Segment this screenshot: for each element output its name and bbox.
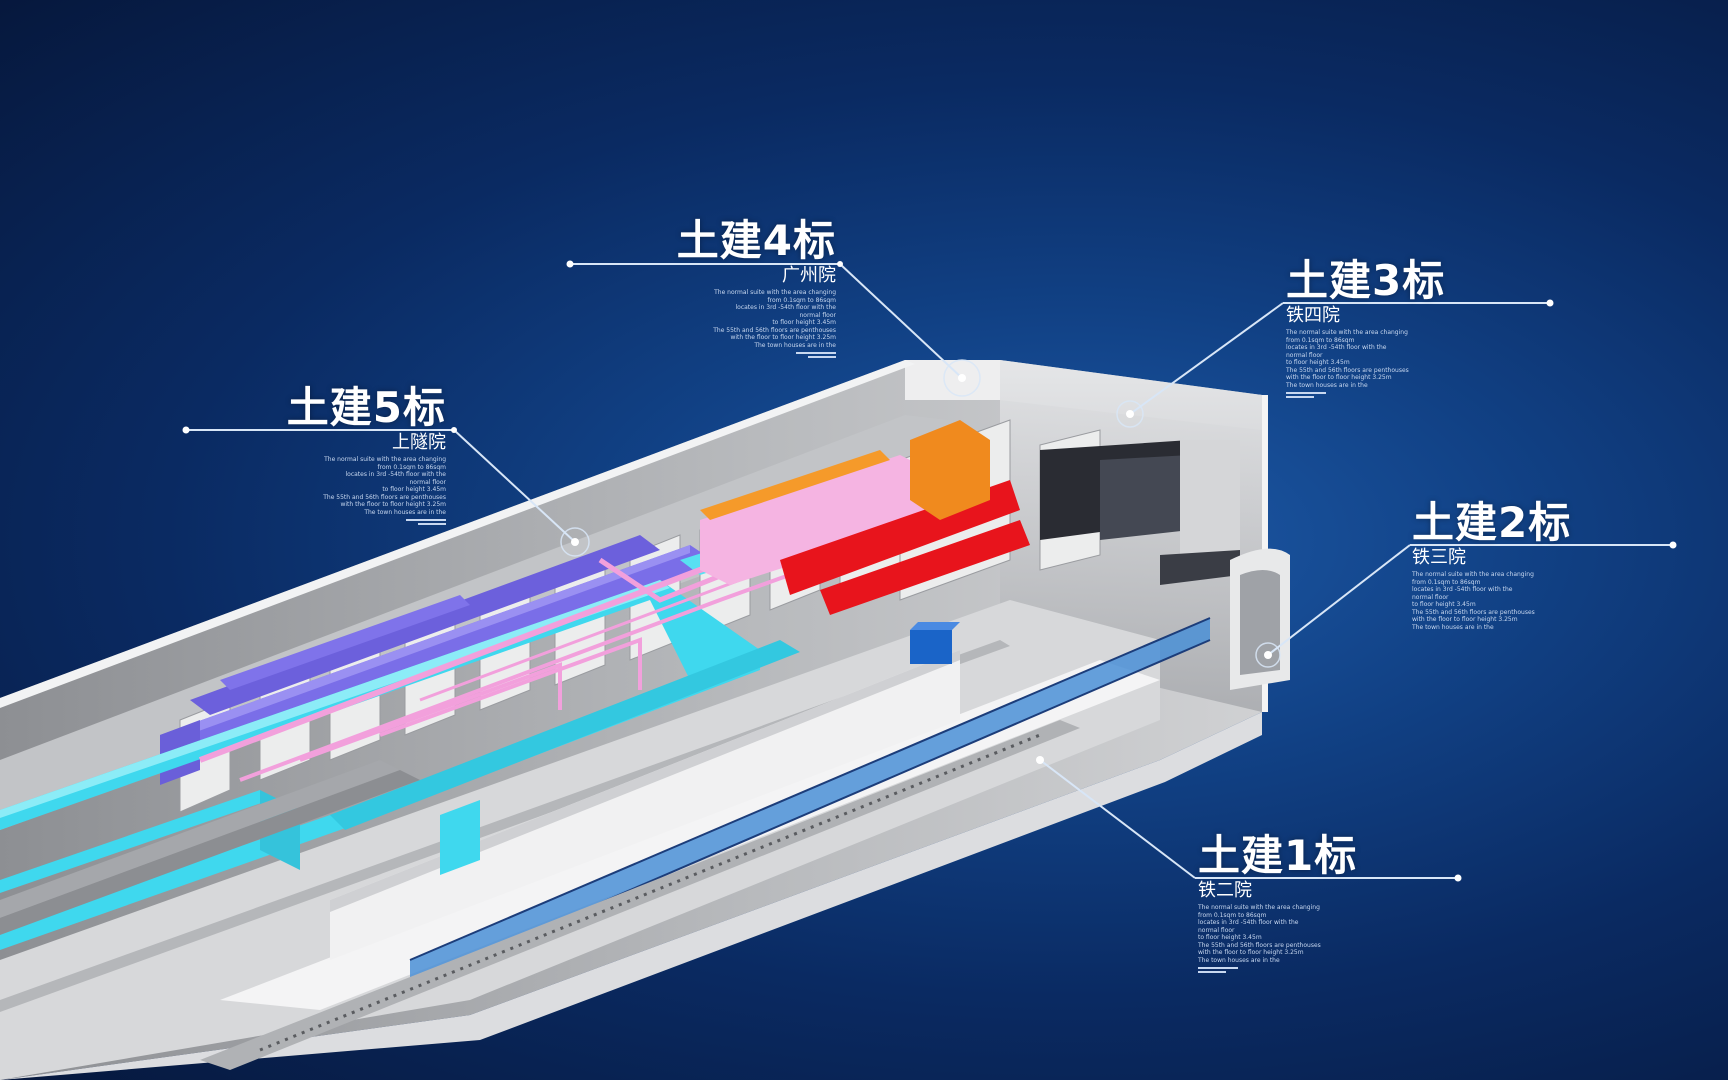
callout-section-1: 土建1标 铁二院 The normal suite with the area … [1198, 833, 1458, 975]
mechanical-room [1040, 440, 1240, 585]
callout-title: 土建5标 [286, 383, 446, 432]
callout-title: 土建2标 [1412, 498, 1572, 547]
callout-subtitle: 铁四院 [1286, 305, 1340, 326]
callout-subtitle: 铁三院 [1412, 547, 1466, 568]
callout-section-5: 土建5标 上隧院 The normal suite with the area … [210, 385, 446, 527]
callout-description: The normal suite with the area changing … [713, 289, 836, 349]
callout-description: The normal suite with the area changing … [323, 456, 446, 516]
callout-section-3: 土建3标 铁四院 The normal suite with the area … [1286, 258, 1546, 400]
callout-section-2: 土建2标 铁三院 The normal suite with the area … [1412, 500, 1672, 631]
callout-decoration [210, 519, 446, 525]
callout-title: 土建4标 [676, 216, 836, 265]
callout-description: The normal suite with the area changing … [1198, 904, 1321, 964]
callout-description: The normal suite with the area changing … [1412, 571, 1535, 631]
callout-decoration [1198, 967, 1458, 973]
leader-target-rings [560, 359, 1281, 668]
callout-title: 土建1标 [1198, 831, 1358, 880]
callout-decoration [600, 352, 836, 358]
leader-lines [186, 263, 1673, 879]
platform-level [0, 600, 1211, 1080]
tunnel-portal [1230, 548, 1290, 690]
callout-section-4: 土建4标 广州院 The normal suite with the area … [600, 218, 836, 360]
callout-title: 土建3标 [1286, 256, 1446, 305]
leader-markers [182, 260, 1677, 882]
hvac-equipment [700, 420, 1030, 664]
callout-description: The normal suite with the area changing … [1286, 329, 1409, 389]
callout-subtitle: 铁二院 [1198, 880, 1252, 901]
end-slab [0, 760, 420, 935]
callout-decoration [1286, 392, 1546, 398]
callout-subtitle: 广州院 [782, 265, 836, 286]
callout-subtitle: 上隧院 [392, 432, 446, 453]
